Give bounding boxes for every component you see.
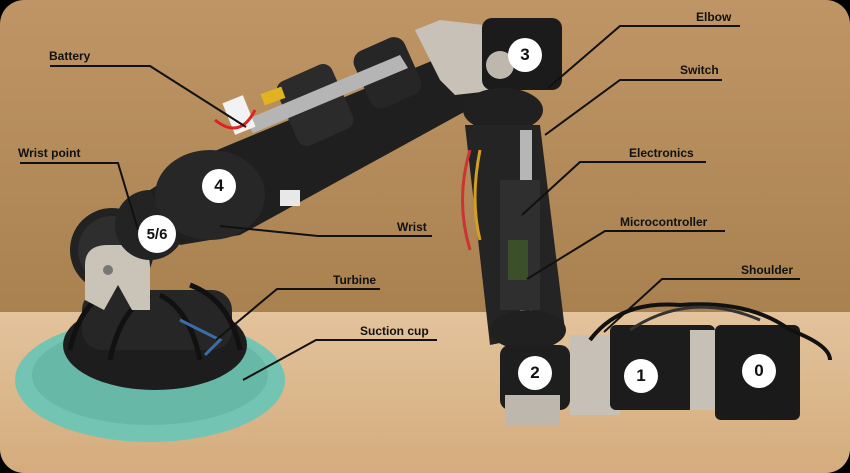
label-switch: Switch [680, 63, 719, 77]
joint-badge-4: 4 [202, 169, 236, 203]
leader-lines [20, 25, 800, 381]
wrist-leader [219, 225, 432, 237]
microcontroller-leader [526, 230, 725, 280]
label-battery: Battery [49, 49, 91, 63]
joint-badge-2: 2 [518, 356, 552, 390]
label-microcontroller: Microcontroller [620, 215, 708, 229]
label-electronics: Electronics [629, 146, 694, 160]
suction-cup-leader [242, 339, 437, 381]
joint-badge-0: 0 [742, 354, 776, 388]
label-wrist-point: Wrist point [18, 146, 81, 160]
label-elbow: Elbow [696, 10, 732, 24]
electronics-leader [521, 161, 706, 216]
joint-badge-5-6: 5/6 [138, 215, 176, 253]
shoulder-leader [603, 278, 800, 333]
wrist-point-leader [20, 162, 139, 231]
switch-leader [544, 79, 722, 136]
forearm-link [150, 37, 495, 245]
label-turbine: Turbine [333, 273, 377, 287]
label-wrist: Wrist [397, 220, 427, 234]
turbine-leader [215, 288, 380, 341]
joint-badge-1: 1 [624, 359, 658, 393]
label-suction-cup: Suction cup [360, 324, 429, 338]
joint-badge-3: 3 [508, 38, 542, 72]
label-shoulder: Shoulder [741, 263, 794, 277]
elbow-leader [547, 25, 740, 89]
upper-arm-link [461, 125, 566, 350]
battery-leader [50, 65, 247, 128]
